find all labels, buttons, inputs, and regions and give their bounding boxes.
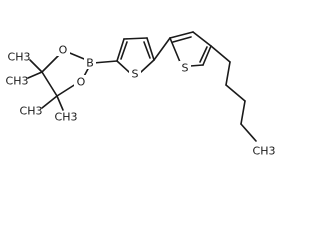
sulfur-atom-right: S <box>182 62 189 75</box>
bond-T2-C2-C3-inner <box>172 36 192 43</box>
oxygen-atom-lower: O <box>77 76 86 89</box>
bond-T2-S-C2 <box>169 37 181 63</box>
bond-C2-methyl-3 <box>41 95 58 109</box>
bond-B-thiophene <box>92 60 118 64</box>
bond-hexyl-1 <box>210 45 231 63</box>
atom-labels: B O O S S CH3 CH3 CH3 CH3 CH3 <box>6 43 276 158</box>
bond-hexyl-4 <box>240 100 246 125</box>
bond-T2-C4-C5 <box>202 45 212 66</box>
bond-T1-C4-C5 <box>146 37 155 61</box>
bond-T1-C5-S <box>140 59 155 73</box>
bond-C1-methyl-2 <box>27 71 43 79</box>
methyl-label-2: CH3 <box>6 75 29 88</box>
bond-T1-C2-C3-inner <box>120 41 128 60</box>
methyl-label-4: CH3 <box>55 111 78 124</box>
bond-C1-methyl-1 <box>29 59 43 73</box>
bond-T1-C3-C4 <box>123 37 148 40</box>
bond-T1-S-C2 <box>116 60 130 73</box>
oxygen-atom-upper: O <box>59 44 68 57</box>
bond-T1-C4-C5-inner <box>143 41 151 59</box>
methyl-label-1: CH3 <box>8 51 31 64</box>
bond-T2-C2-C3 <box>169 31 194 39</box>
bond-lines <box>27 31 257 142</box>
methyl-label-3: CH3 <box>20 105 43 118</box>
bond-T2-C5-S <box>189 64 204 67</box>
bond-hexyl-5 <box>240 123 257 142</box>
bond-biaryl <box>153 37 171 61</box>
bond-C2-methyl-4 <box>56 95 64 111</box>
bond-hexyl-2 <box>225 61 231 86</box>
bond-C1-C2 <box>41 71 58 97</box>
sulfur-atom-left: S <box>132 68 139 81</box>
boron-atom: B <box>86 57 94 70</box>
bond-T1-C2-C3 <box>116 38 125 62</box>
bond-T2-C4-C5-inner <box>199 46 208 63</box>
bond-T2-C3-C4 <box>192 31 212 47</box>
bond-hexyl-3 <box>225 84 246 102</box>
molecule-structure: B O O S S CH3 CH3 CH3 CH3 CH3 <box>6 31 276 158</box>
terminal-methyl-label: CH3 <box>253 145 276 158</box>
